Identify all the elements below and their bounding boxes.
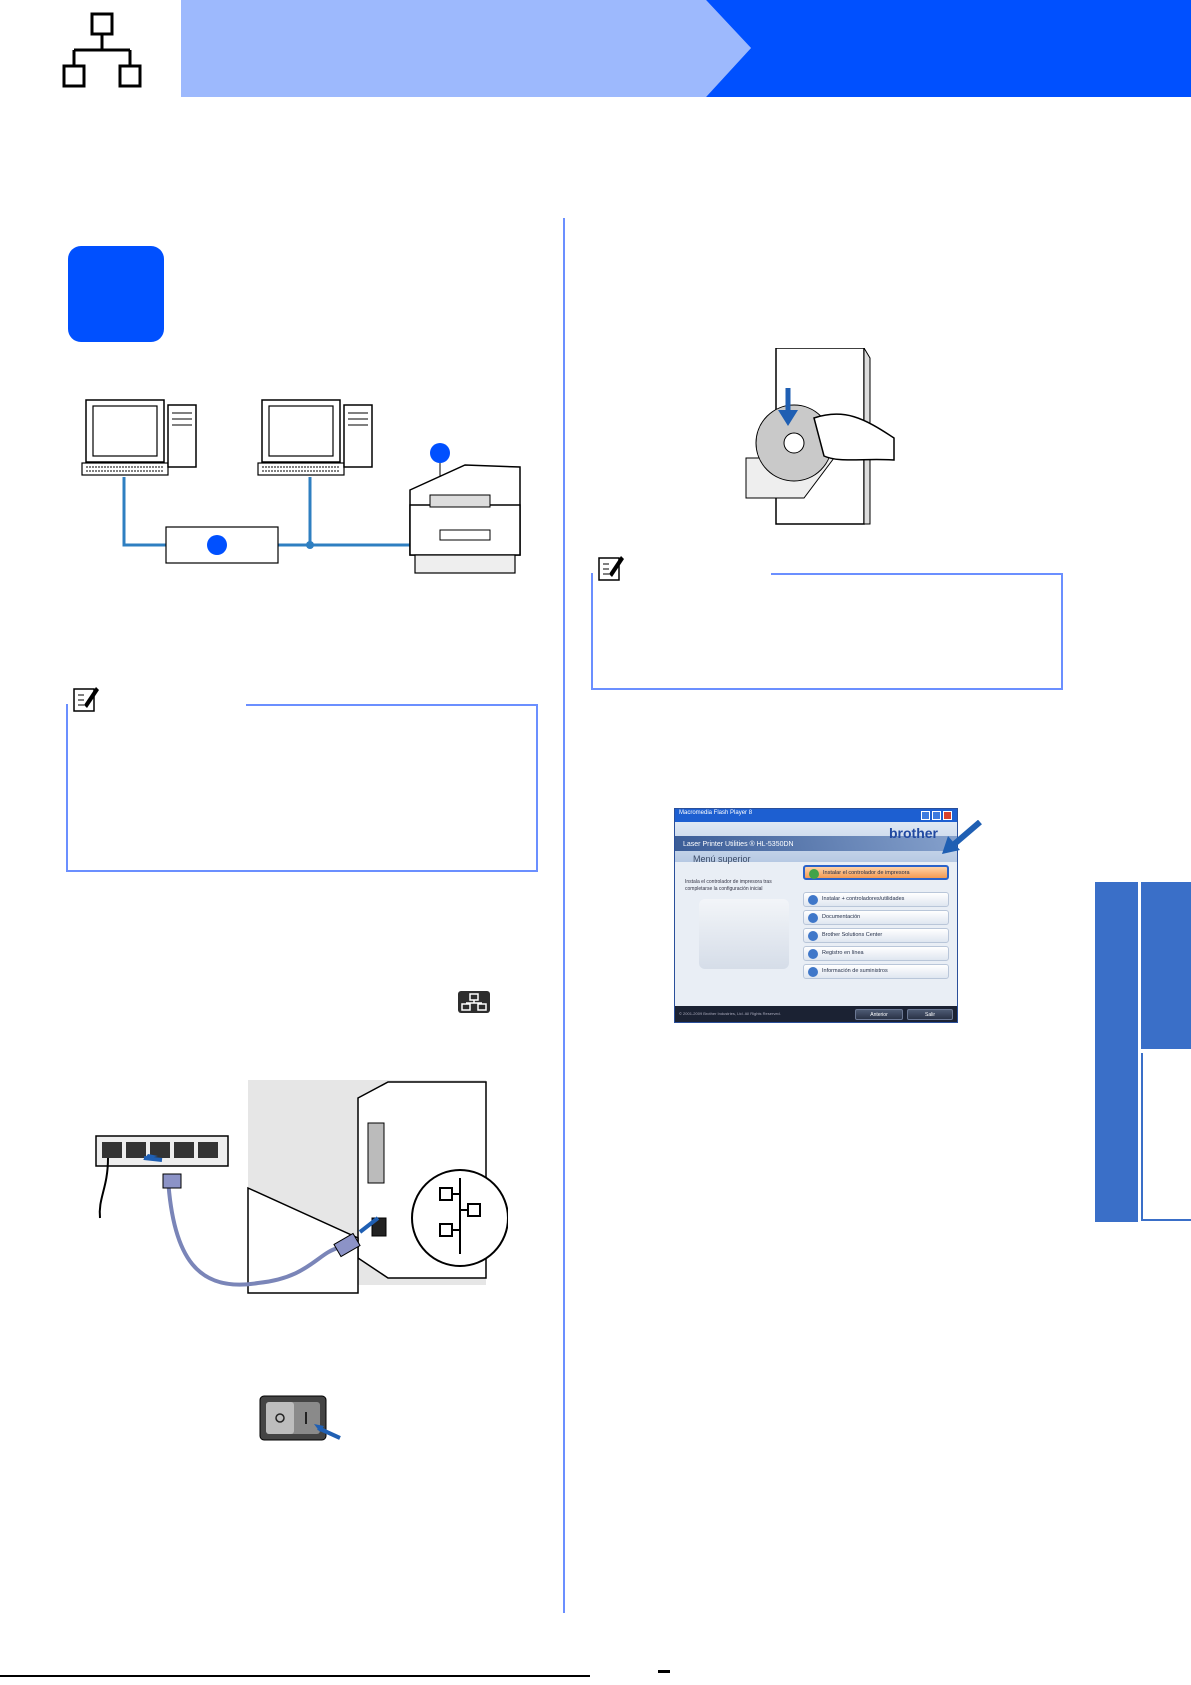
menu-item-solutions-center[interactable]: Brother Solutions Center [803, 928, 949, 943]
document-icon [808, 913, 818, 923]
cd-insert-illustration [745, 348, 895, 525]
note-pencil-icon [73, 687, 99, 712]
globe-icon [808, 949, 818, 959]
installer-footer: © 2001-2009 Brother Industries, Ltd. All… [675, 1006, 957, 1022]
step-badge [68, 246, 164, 342]
install-icon [809, 869, 819, 879]
printer-image [699, 899, 789, 969]
supplies-icon [808, 967, 818, 977]
power-switch-illustration [259, 1395, 341, 1441]
web-icon [808, 931, 818, 941]
menu-item-documentation[interactable]: Documentación [803, 910, 949, 925]
menu-item-supplies-info[interactable]: Información de suministros [803, 964, 949, 979]
callout-marker-hub [207, 535, 227, 555]
printer-illustration [409, 464, 521, 574]
installer-title: Macromedia Flash Player 8 [679, 810, 753, 816]
ethernet-connection-illustration [95, 1080, 508, 1294]
product-name: Laser Printer Utilities ® HL-5350DN [683, 841, 794, 848]
exit-button[interactable]: Salir [907, 1009, 953, 1020]
note-pencil-icon [598, 556, 624, 581]
menu-item-online-registration[interactable]: Registro en línea [803, 946, 949, 961]
network-diagram [81, 399, 521, 574]
column-divider [563, 218, 565, 1613]
brand-logo: brother [889, 825, 938, 841]
note-box-left-topline [246, 704, 536, 706]
tools-icon [808, 895, 818, 905]
side-tab-section [1095, 882, 1138, 1222]
footer-mark [658, 1670, 670, 1673]
note-box-left [66, 704, 538, 872]
pointer-arrow-icon [942, 820, 982, 854]
side-tab-active [1141, 882, 1191, 1049]
computer-1-illustration [81, 399, 197, 476]
side-tab-inactive [1141, 1053, 1191, 1221]
header-banner [181, 0, 1191, 97]
installer-product-bar [675, 836, 957, 851]
network-icon [62, 12, 142, 88]
installer-titlebar: Macromedia Flash Player 8 [675, 809, 957, 822]
footer-rule [0, 1675, 590, 1677]
menu-description: Instala el controlador de impresora tras… [685, 879, 772, 892]
lan-port-icon [458, 991, 490, 1013]
close-icon[interactable] [943, 811, 952, 820]
network-cable-lines [122, 477, 410, 547]
callout-marker-printer [430, 443, 450, 463]
minimize-icon[interactable] [921, 811, 930, 820]
installer-window-screenshot: Macromedia Flash Player 8 brother Laser … [674, 808, 958, 1023]
note-box-right-topline [771, 573, 1061, 575]
menu-item-install-utilities[interactable]: Instalar + controladores/utilidades [803, 892, 949, 907]
back-button[interactable]: Anterior [855, 1009, 903, 1020]
menu-title: Menú superior [693, 854, 751, 864]
note-box-right [591, 573, 1063, 690]
copyright-text: © 2001-2009 Brother Industries, Ltd. All… [679, 1011, 781, 1016]
maximize-icon[interactable] [932, 811, 941, 820]
computer-2-illustration [257, 399, 373, 476]
menu-item-install-driver[interactable]: Instalar el controlador de impresora [803, 865, 949, 880]
